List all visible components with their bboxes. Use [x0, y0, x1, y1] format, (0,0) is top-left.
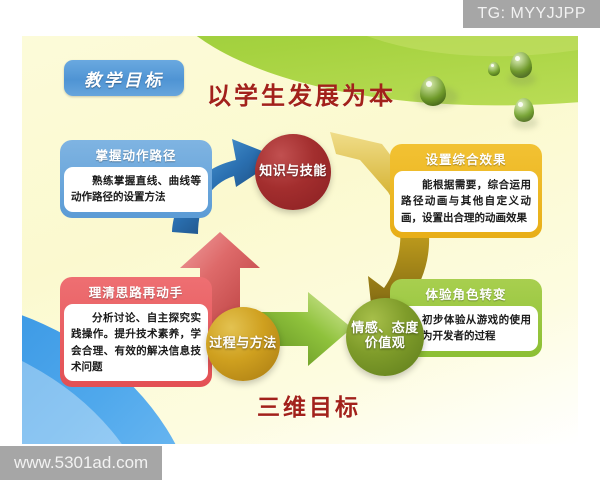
- arrow-green-left-icon: [258, 292, 352, 366]
- water-droplet-icon: [510, 52, 532, 78]
- watermark-bottom-left: www.5301ad.com: [0, 446, 163, 480]
- page-title: 以学生发展为本: [207, 81, 396, 110]
- objective-box-top-right-header: 设置综合效果: [425, 151, 507, 167]
- title-badge: 教学目标: [64, 60, 184, 96]
- watermark-bottom-left-text: www.5301ad.com: [14, 453, 149, 472]
- cycle-circle-emotion-label: 情感、态度价值观: [351, 321, 419, 351]
- title-badge-label: 教学目标: [84, 70, 164, 91]
- droplet-shadow-icon: [512, 116, 538, 129]
- objective-box-top-left-header: 掌握动作路径: [95, 147, 177, 163]
- objective-box-bottom-right-body: 初步体验从游戏的使用者变为开发者的过程: [394, 306, 538, 351]
- objective-box-top-right-body: 能根据需要，综合运用路径动画与其他自定义动画，设置出合理的动画效果: [394, 171, 538, 232]
- droplet-shadow-icon: [508, 72, 536, 86]
- objective-box-top-left: 掌握动作路径 熟练掌握直线、曲线等动作路径的设置方法: [60, 140, 212, 218]
- cycle-circle-knowledge: 知识与技能: [255, 134, 331, 210]
- objective-box-bottom-left: 理清思路再动手 分析讨论、自主探究实践操作。提升技术素养，学会合理、有效的解决信…: [60, 277, 212, 388]
- cycle-circle-process-label: 过程与方法: [209, 335, 277, 351]
- slide-canvas: 教学目标 以学生发展为本 三维目标 掌握动作路径 熟练掌握直线、曲线等动作路径的…: [22, 36, 578, 444]
- objective-box-bottom-left-header: 理清思路再动手: [88, 284, 184, 300]
- objective-box-bottom-right-header: 体验角色转变: [425, 286, 507, 302]
- water-droplet-icon: [488, 62, 500, 76]
- objective-box-bottom-left-body: 分析讨论、自主探究实践操作。提升技术素养，学会合理、有效的解决信息技术问题: [64, 304, 208, 382]
- objective-box-top-left-body: 熟练掌握直线、曲线等动作路径的设置方法: [64, 167, 208, 212]
- watermark-top-right: TG: MYYJJPP: [463, 0, 600, 28]
- objective-box-bottom-right: 体验角色转变 初步体验从游戏的使用者变为开发者的过程: [390, 279, 542, 357]
- water-droplet-icon: [420, 76, 446, 106]
- watermark-top-right-text: TG: MYYJJPP: [477, 5, 586, 22]
- objective-box-top-right: 设置综合效果 能根据需要，综合运用路径动画与其他自定义动画，设置出合理的动画效果: [390, 144, 542, 238]
- bottom-heading: 三维目标: [257, 394, 361, 421]
- cycle-circle-emotion: 情感、态度价值观: [346, 298, 424, 376]
- cycle-circle-knowledge-label: 知识与技能: [259, 163, 327, 179]
- cycle-circle-process: 过程与方法: [206, 307, 280, 381]
- water-droplet-icon: [514, 98, 534, 122]
